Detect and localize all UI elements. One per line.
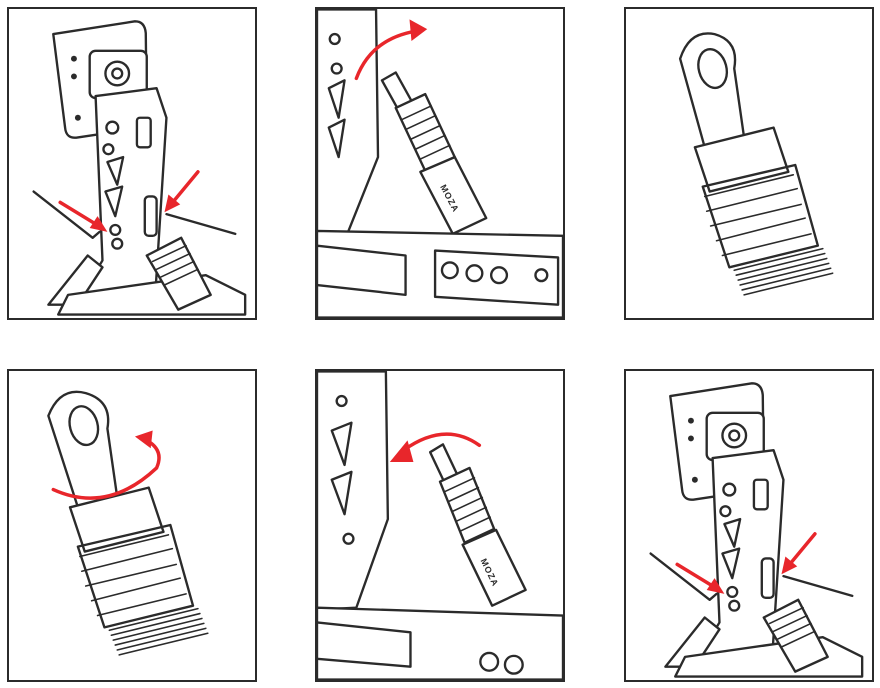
panel-step-2: MOZA [315, 7, 565, 320]
arm-hole [330, 62, 343, 75]
panel-step-3 [624, 7, 874, 320]
arrow-head [781, 556, 798, 575]
plate-screw [70, 73, 77, 80]
arm-hole [335, 394, 348, 408]
spring-removal-illustration: MOZA [317, 9, 563, 318]
rail-bolt [534, 268, 549, 283]
spring-housing [762, 598, 829, 673]
spring-eye-lug [47, 390, 119, 509]
rail-bolt [479, 651, 500, 672]
spring-coils [151, 244, 199, 286]
plate-screw [687, 435, 694, 442]
arrow-head [389, 440, 414, 463]
arm-cutout [721, 547, 741, 580]
pedal-arm-illustration [32, 20, 247, 316]
panel-step-1 [7, 7, 257, 320]
arm-slot [752, 478, 769, 511]
arm-slot [143, 195, 158, 238]
arm-cutout [327, 118, 346, 159]
rail-bolt [465, 264, 484, 283]
arrow-shaft [675, 562, 715, 588]
spring-housing [145, 236, 212, 311]
spring-nut [68, 486, 165, 553]
adjust-hole [111, 237, 124, 250]
spring-coils [703, 174, 812, 257]
arrow-shaft [172, 170, 200, 203]
arm-hole [105, 120, 120, 135]
spring-outline [701, 163, 820, 269]
adjust-hole [726, 585, 739, 599]
panel-step-4 [7, 369, 257, 682]
spring-coils [768, 606, 816, 648]
spring-coils [444, 476, 491, 532]
rail-bolt [503, 654, 524, 675]
arm-hole [328, 32, 341, 46]
arm-cutout [106, 155, 125, 186]
arrow-head [164, 194, 181, 213]
spring-rotation-illustration [47, 390, 209, 656]
spring-coils [400, 105, 451, 160]
rail-bolt [489, 266, 509, 285]
pedal-arm-side [317, 9, 380, 239]
arm-hole [102, 143, 115, 156]
arm-hole [342, 532, 355, 545]
plate-screw [74, 114, 81, 121]
arrow-head [706, 578, 725, 594]
plate-screw [691, 476, 698, 483]
spring-nut [693, 126, 790, 193]
arm-cutout [723, 517, 742, 548]
arrow-shaft [58, 200, 98, 226]
arm-hole [719, 505, 732, 518]
adjust-hole [109, 223, 122, 237]
pedal-tighten-illustration [649, 382, 864, 678]
eye-hole [697, 48, 729, 90]
pedal-arm-side [317, 371, 390, 611]
hex-key-left [649, 552, 718, 601]
arrow-head [409, 19, 428, 41]
spring-eye-lug [678, 32, 746, 149]
hex-key-right [165, 212, 237, 236]
arrow-head [89, 216, 108, 232]
arm-cutout [104, 185, 124, 218]
spring-cylinder [419, 155, 488, 236]
arrow-head [134, 430, 153, 449]
adjust-hole [728, 599, 741, 612]
spring-closeup-illustration [678, 32, 834, 296]
thread-lines [108, 607, 209, 656]
hex-key-left [32, 190, 101, 239]
thread-lines [733, 247, 834, 296]
hinge-bolt [728, 429, 741, 442]
spring-coils [79, 534, 187, 617]
arrow-shaft [789, 532, 817, 565]
arrow-shaft [51, 438, 161, 500]
arm-cutout [330, 421, 353, 467]
arm-cutout [327, 79, 346, 119]
arm-slot [760, 557, 775, 600]
plate-screw [687, 417, 694, 424]
spring-outline [76, 523, 195, 629]
eye-hole [68, 405, 100, 447]
plate-screw [70, 55, 77, 62]
arrow-shaft [354, 29, 418, 81]
arm-cutout [330, 470, 353, 516]
arrow-shaft [401, 432, 482, 452]
rail-bracket [317, 621, 412, 668]
rail-bolt [440, 261, 459, 280]
spring-reinstall-illustration: MOZA [317, 371, 563, 680]
hinge-bolt [111, 67, 124, 80]
panel-step-6 [624, 369, 874, 682]
spring-cylinder [461, 528, 527, 607]
hex-key-right [782, 574, 854, 598]
arm-hole [722, 482, 737, 497]
arm-slot [135, 116, 152, 149]
rail-bracket [317, 244, 407, 297]
panel-step-5: MOZA [315, 369, 565, 682]
